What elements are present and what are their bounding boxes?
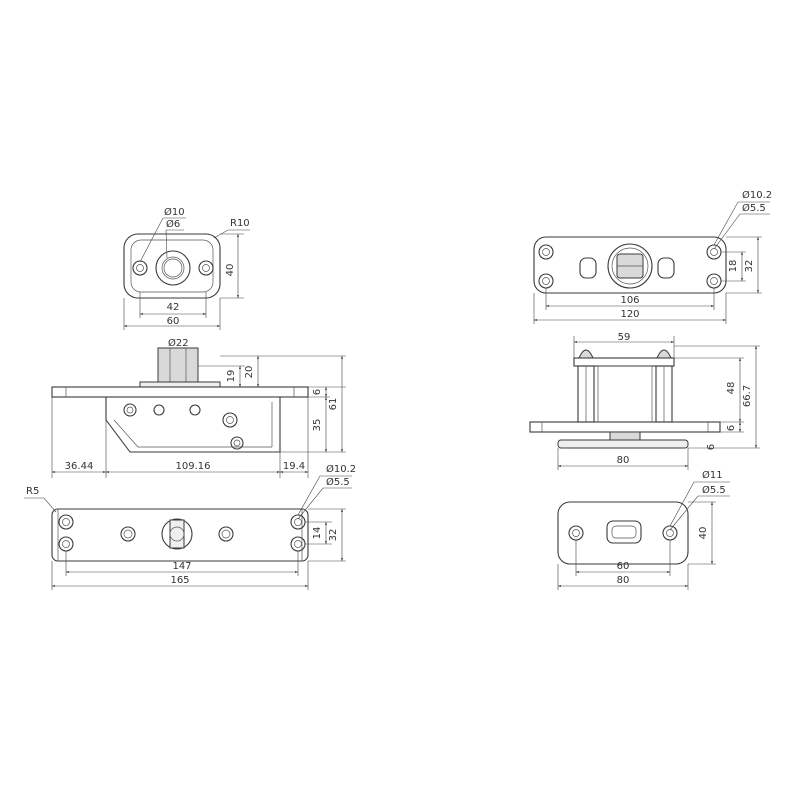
label-h6: 6 <box>312 389 323 395</box>
top-bar <box>573 357 675 367</box>
screw <box>123 403 137 417</box>
label-h32: 32 <box>744 260 755 273</box>
label-w60: 60 <box>167 316 180 327</box>
plate-outline <box>557 501 689 565</box>
label-w120: 120 <box>620 309 639 320</box>
center-boss <box>607 243 653 289</box>
corner-hole <box>290 514 306 530</box>
label-d5-5: Ø5.5 <box>702 484 726 496</box>
label-d22: Ø22 <box>168 337 189 349</box>
label-h35: 35 <box>312 419 323 432</box>
view-front-left-assembly: Ø22 19 20 6 35 61 36.44 109.16 19.4 <box>51 337 346 478</box>
top-plate <box>51 386 309 398</box>
label-w147: 147 <box>172 561 191 572</box>
label-w60: 60 <box>617 561 630 572</box>
label-w109-16: 109.16 <box>176 461 211 472</box>
body <box>105 396 281 453</box>
mount-hole-left <box>132 260 148 276</box>
label-h61: 61 <box>328 398 339 411</box>
label-h19: 19 <box>226 370 237 383</box>
long-plate <box>51 508 309 562</box>
label-w42: 42 <box>167 302 180 313</box>
mount-hole-right <box>198 260 214 276</box>
label-w80: 80 <box>617 455 630 466</box>
label-h6b: 6 <box>706 444 717 450</box>
view-bottom-left-plate: R5 Ø10.2 Ø5.5 14 32 147 165 <box>24 463 356 590</box>
view-top-right-plate: Ø10.2 Ø5.5 18 32 106 120 <box>533 189 772 324</box>
view-bottom-right-plate: Ø11 Ø5.5 40 60 80 <box>557 469 730 590</box>
label-w59: 59 <box>618 332 631 343</box>
label-r10: R10 <box>230 218 250 229</box>
label-d10: Ø10 <box>164 206 185 218</box>
corner-hole <box>706 244 722 260</box>
plate-outline <box>123 233 221 299</box>
label-w19-4: 19.4 <box>283 461 305 472</box>
mount-hole <box>662 525 678 541</box>
bottom-plate <box>557 439 689 449</box>
label-d10-2: Ø10.2 <box>742 189 772 201</box>
label-h18: 18 <box>728 260 739 273</box>
label-w165: 165 <box>170 575 189 586</box>
label-h32: 32 <box>328 529 339 542</box>
center-boss <box>155 250 191 286</box>
label-h66-7: 66.7 <box>742 385 753 407</box>
view-front-right-assembly: 59 48 66.7 6 6 80 <box>529 332 760 470</box>
label-h14: 14 <box>312 527 323 540</box>
label-d5-5: Ø5.5 <box>326 476 350 488</box>
label-d5-5: Ø5.5 <box>742 202 766 214</box>
label-w36-44: 36.44 <box>65 461 94 472</box>
label-d6: Ø6 <box>166 218 180 230</box>
label-h6: 6 <box>726 425 737 431</box>
label-h40: 40 <box>698 527 709 540</box>
base-plate <box>529 421 721 433</box>
label-h20: 20 <box>244 366 255 379</box>
plate-outline <box>533 236 727 294</box>
label-w106: 106 <box>620 295 639 306</box>
post <box>157 347 199 385</box>
label-h48: 48 <box>726 382 737 395</box>
label-h40: 40 <box>225 264 236 277</box>
label-w80: 80 <box>617 575 630 586</box>
label-r5: R5 <box>26 486 39 497</box>
label-d11: Ø11 <box>702 469 723 481</box>
label-d10-2: Ø10.2 <box>326 463 356 475</box>
center-slot <box>606 520 642 544</box>
center-boss <box>161 518 193 550</box>
view-top-left-plate: Ø10 Ø6 R10 40 42 60 <box>123 206 250 330</box>
